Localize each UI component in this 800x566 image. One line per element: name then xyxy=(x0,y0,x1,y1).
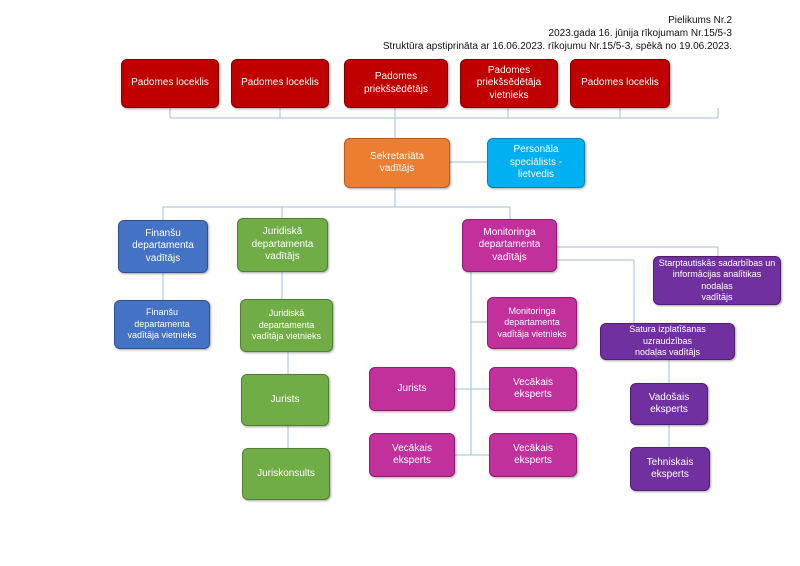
monitoring-deputy-box[interactable]: Monitoringa departamenta vadītāja vietni… xyxy=(487,297,577,349)
senior-expert-box[interactable]: Vecākais eksperts xyxy=(369,433,455,477)
council-vice-chair-box[interactable]: Padomes priekšsēdētāja vietnieks xyxy=(460,59,558,108)
council-chair-box[interactable]: Padomes priekšsēdētājs xyxy=(344,59,448,108)
council-member-box[interactable]: Padomes loceklis xyxy=(231,59,329,108)
monitoring-lawyer-box[interactable]: Jurists xyxy=(369,367,455,411)
personnel-specialist-box[interactable]: Personāla speciālists - lietvedis xyxy=(487,138,585,188)
approval-note: Struktūra apstiprināta ar 16.06.2023. rī… xyxy=(382,41,732,52)
technical-expert-box[interactable]: Tehniskais eksperts xyxy=(630,447,710,491)
finance-head-box[interactable]: Finanšu departamenta vadītājs xyxy=(118,220,208,273)
monitoring-head-box[interactable]: Monitoringa departamenta vadītājs xyxy=(462,219,557,272)
council-member-box[interactable]: Padomes loceklis xyxy=(570,59,670,108)
lawyer-box[interactable]: Jurists xyxy=(241,374,329,426)
international-analytics-head-box[interactable]: Starptautiskās sadarbības un informācija… xyxy=(653,256,781,305)
senior-expert-box[interactable]: Vecākais eksperts xyxy=(489,367,577,411)
annex-number: Pielikums Nr.2 xyxy=(668,15,732,26)
legal-deputy-box[interactable]: Juridiskā departamenta vadītāja vietniek… xyxy=(240,299,333,352)
finance-deputy-box[interactable]: Finanšu departamenta vadītāja vietnieks xyxy=(114,300,210,349)
document-header: Pielikums Nr.2 2023.gada 16. jūnija rīko… xyxy=(383,14,732,53)
legal-consultant-box[interactable]: Juriskonsults xyxy=(242,448,330,500)
lead-expert-box[interactable]: Vadošais eksperts xyxy=(630,383,708,425)
order-reference: 2023.gada 16. jūnija rīkojumam Nr.15/5-3 xyxy=(548,28,732,39)
content-outreach-head-box[interactable]: Satura izplatīšanas uzraudzības nodaļas … xyxy=(600,323,735,360)
legal-head-box[interactable]: Juridiskā departamenta vadītājs xyxy=(237,218,328,272)
senior-expert-box[interactable]: Vecākais eksperts xyxy=(489,433,577,477)
council-member-box[interactable]: Padomes loceklis xyxy=(121,59,219,108)
secretariat-head-box[interactable]: Sekretariāta vadītājs xyxy=(344,138,450,188)
